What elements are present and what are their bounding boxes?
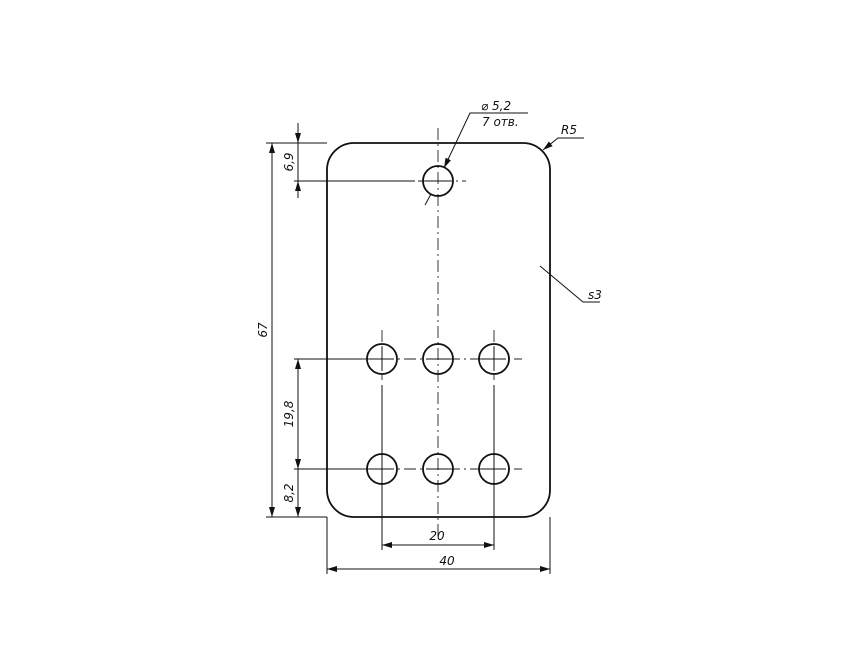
dim-row-spacing: 19,8 xyxy=(282,400,296,427)
corner-radius-label: R5 xyxy=(561,123,577,137)
dim-top-hole-offset: 6,9 xyxy=(282,152,296,171)
thickness-label: s3 xyxy=(588,288,602,302)
dim-height-total: 67 xyxy=(256,322,270,338)
leaders xyxy=(424,112,600,303)
hole-count-label: 7 отв. xyxy=(482,115,519,129)
plate-outline xyxy=(326,142,551,518)
dimension-lines xyxy=(269,123,550,572)
dim-bottom-row-offset: 8,2 xyxy=(282,483,296,502)
hole xyxy=(478,343,510,375)
dim-hole-spacing: 20 xyxy=(429,529,445,543)
hole-top xyxy=(422,165,454,197)
hole xyxy=(422,453,454,485)
extension-lines xyxy=(266,142,551,574)
center-lines xyxy=(360,128,522,540)
dim-width-total: 40 xyxy=(439,554,455,568)
hole xyxy=(366,343,398,375)
hole-diameter-label: ⌀ 5,2 xyxy=(481,99,511,113)
hole xyxy=(422,343,454,375)
